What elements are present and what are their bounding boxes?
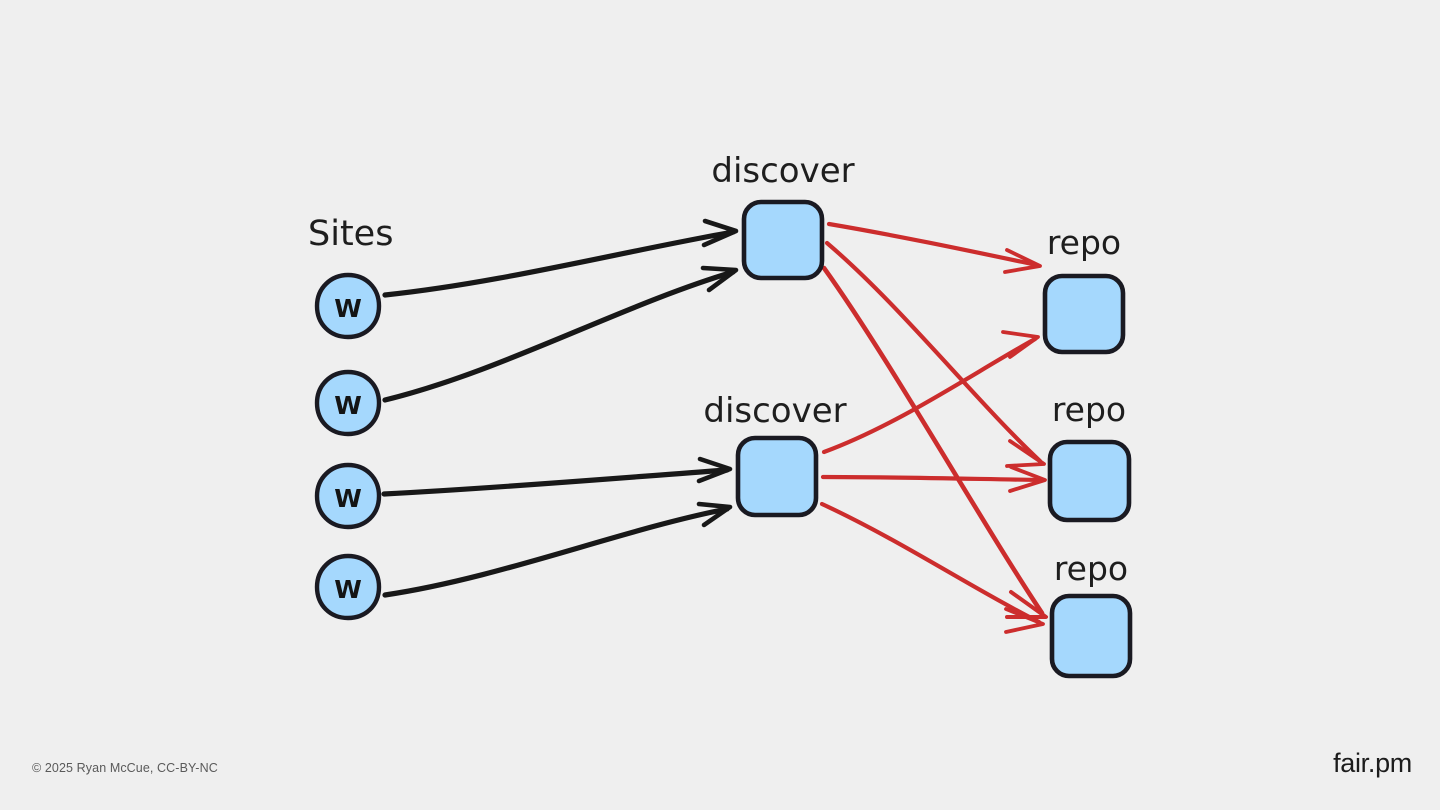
edge-discover1-to-repo3 xyxy=(821,265,1048,619)
edge-discover2-to-repo3 xyxy=(819,501,1045,634)
edge-discover2-to-repo1 xyxy=(821,330,1040,455)
copyright-notice: © 2025 Ryan McCue, CC-BY-NC xyxy=(32,761,218,775)
red-edges-group xyxy=(819,221,1048,634)
site-node-1-letter: W xyxy=(334,294,362,323)
site-nodes-group: W W W W xyxy=(314,272,382,621)
discover-node-1-label: discover xyxy=(711,151,854,191)
discover-node-2[interactable]: discover xyxy=(703,391,847,518)
edge-discover1-to-repo2 xyxy=(824,240,1046,468)
site-node-2[interactable]: W xyxy=(314,369,382,437)
repo-node-1-label: repo xyxy=(1047,223,1121,262)
edge-site2-to-discover1 xyxy=(382,265,739,403)
repo-node-3[interactable]: repo xyxy=(1049,549,1133,679)
site-node-2-letter: W xyxy=(334,391,362,420)
discover-nodes-group: discover discover xyxy=(703,151,855,518)
sites-group-label: Sites xyxy=(308,214,393,254)
discover-node-2-label: discover xyxy=(703,391,846,431)
repo-node-3-label: repo xyxy=(1054,549,1128,588)
edge-site4-to-discover2 xyxy=(382,501,733,598)
site-node-4[interactable]: W xyxy=(314,553,382,621)
site-node-3-letter: W xyxy=(334,484,362,513)
edge-discover2-to-repo2 xyxy=(820,465,1047,493)
site-node-1[interactable]: W xyxy=(314,272,382,340)
black-edges-group xyxy=(381,218,739,598)
site-node-3[interactable]: W xyxy=(314,462,382,530)
edge-site1-to-discover1 xyxy=(382,218,739,298)
repo-node-2[interactable]: repo xyxy=(1047,390,1132,523)
repo-node-2-label: repo xyxy=(1052,390,1126,429)
edge-discover1-to-repo1 xyxy=(826,221,1042,274)
brand-wordmark: fair.pm xyxy=(1333,748,1412,778)
site-node-4-letter: W xyxy=(334,575,362,604)
discover-node-1[interactable]: discover xyxy=(711,151,855,281)
repo-nodes-group: repo repo repo xyxy=(1042,223,1133,679)
edge-site3-to-discover2 xyxy=(381,456,733,497)
repo-node-1[interactable]: repo xyxy=(1042,223,1126,355)
